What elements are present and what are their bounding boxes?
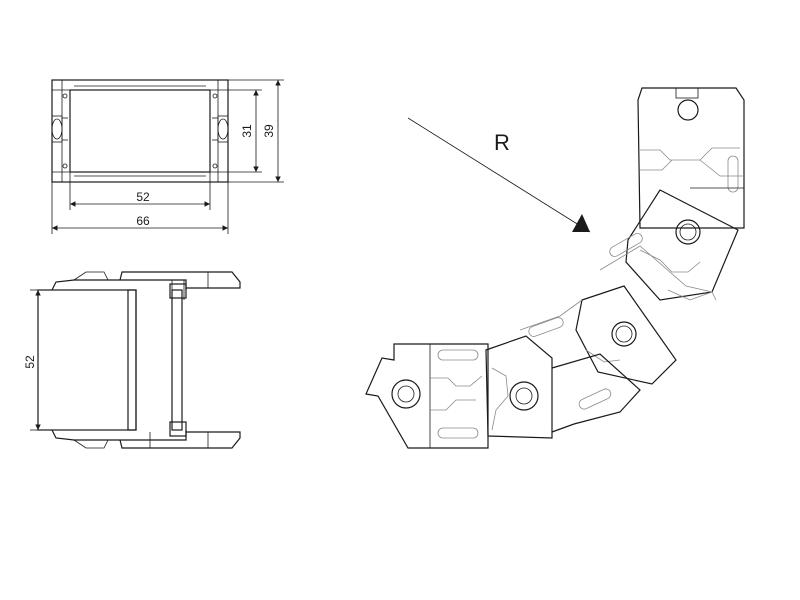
dimension-outer-height: 39 [228,79,284,183]
dimension-inner-height: 31 [228,89,262,173]
dimension-inner-width: 52 [69,172,211,210]
front-view-outer-frame [51,79,229,183]
outer-width-label: 66 [136,214,150,228]
left-latch [51,115,68,143]
side-view-crossbar [171,289,183,431]
chain-link-2 [625,189,739,301]
dimension-side-width: 52 [23,289,41,431]
inner-height-label: 31 [240,124,254,138]
chain-link-top [637,87,745,229]
right-latch [212,115,229,143]
inner-width-label: 52 [136,190,150,204]
outer-height-label: 39 [262,124,276,138]
side-width-label: 52 [23,355,37,369]
front-view [51,79,229,183]
chain-link-end [365,343,489,449]
chain-link-4 [485,299,641,439]
dimension-outer-width: 66 [51,182,229,234]
side-view [37,271,241,449]
front-view-inner-opening [69,89,211,173]
radius-arrow: R [407,117,591,233]
chain-link-3 [575,233,717,385]
radius-label: R [494,130,510,155]
side-view-body [37,289,137,431]
